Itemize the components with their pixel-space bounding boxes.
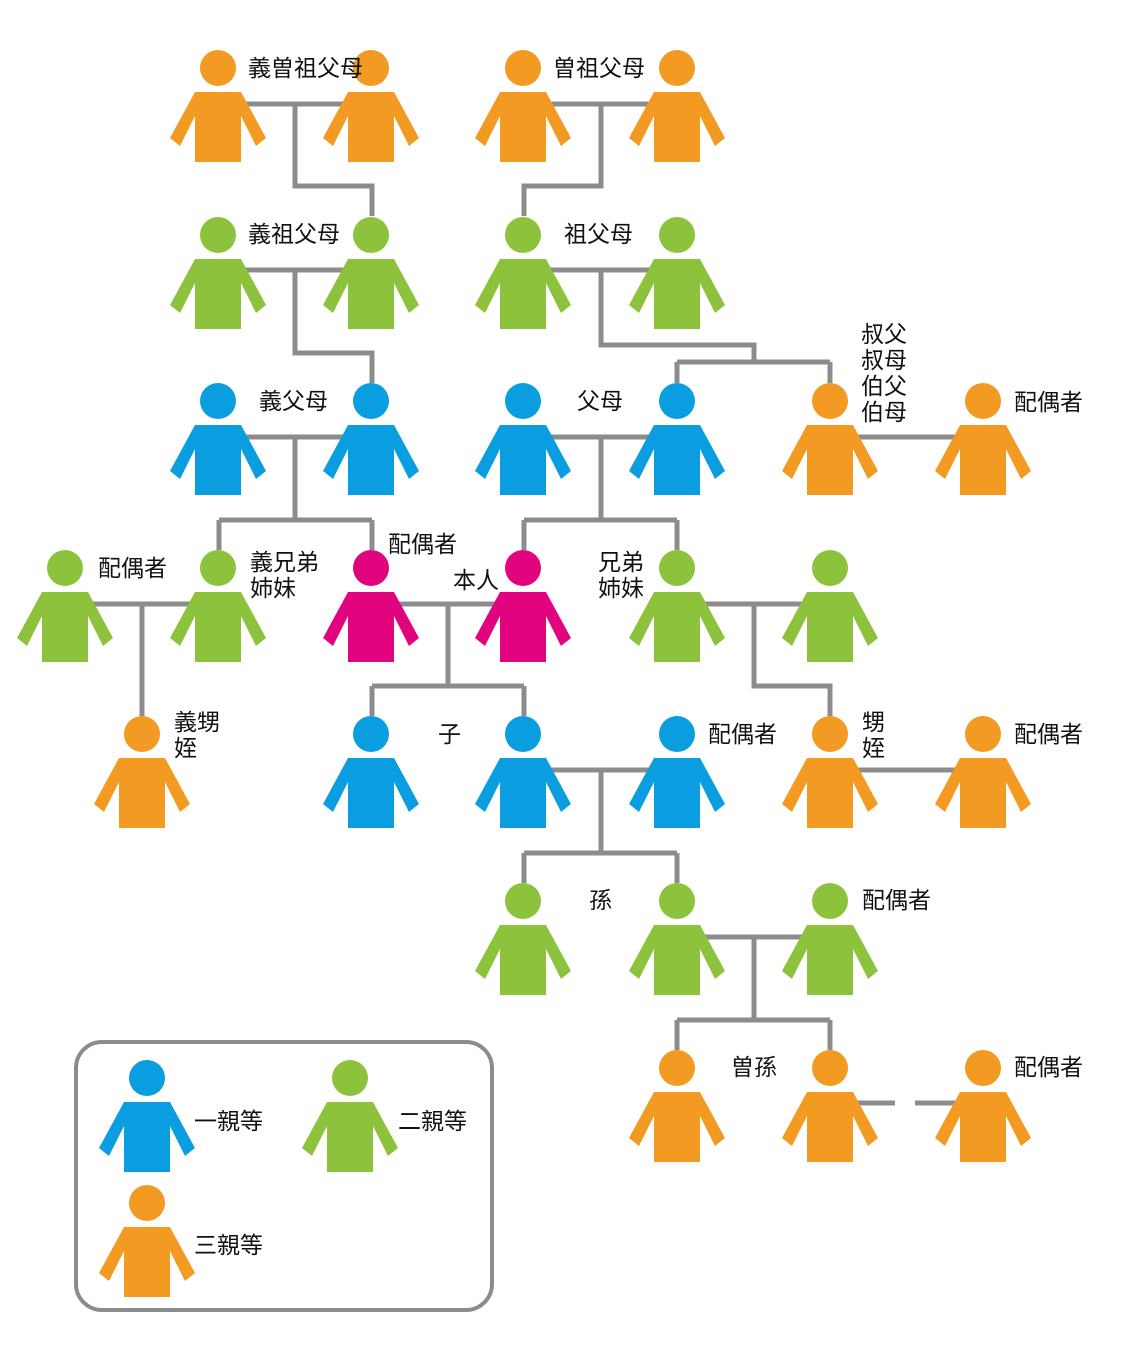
legend-label-second-degree: 二親等 bbox=[398, 1109, 467, 1135]
label-grandparents: 祖父母 bbox=[564, 222, 633, 248]
connector-line bbox=[751, 604, 833, 716]
label-grandchildren: 孫 bbox=[589, 888, 612, 914]
great-grandchild-figure bbox=[782, 1050, 878, 1162]
label-aunts-uncles: 叔父叔母伯父伯母 bbox=[861, 322, 907, 426]
connector-line bbox=[521, 104, 604, 216]
label-spouse-grandparents: 義祖父母 bbox=[248, 222, 340, 248]
connector-lines bbox=[88, 101, 960, 1106]
grandparent-figure bbox=[629, 217, 725, 329]
label-aunts-uncles-spouse: 配偶者 bbox=[1014, 390, 1083, 416]
child-figure bbox=[323, 716, 419, 828]
label-grandchildren-spouse: 配偶者 bbox=[862, 888, 931, 914]
label-parents: 父母 bbox=[577, 389, 623, 415]
label-children: 子 bbox=[438, 722, 461, 748]
label-great-grandparents: 曽祖父母 bbox=[553, 56, 645, 82]
grandparent-figure bbox=[475, 217, 571, 329]
legend-box bbox=[74, 1040, 494, 1312]
label-spouse-siblings-spouse: 配偶者 bbox=[98, 556, 167, 582]
label-siblings: 兄弟姉妹 bbox=[598, 550, 644, 602]
label-children-spouse: 配偶者 bbox=[708, 722, 777, 748]
label-nephews-nieces: 甥姪 bbox=[862, 710, 885, 762]
label-spouse-parents: 義父母 bbox=[259, 389, 328, 415]
grandchild-figure bbox=[475, 883, 571, 995]
legend-label-third-degree: 三親等 bbox=[194, 1233, 263, 1259]
label-nephews-nieces-spouse: 配偶者 bbox=[1014, 722, 1083, 748]
label-spouse-nephews-nieces: 義甥姪 bbox=[174, 710, 220, 762]
label-self: 本人 bbox=[453, 568, 499, 594]
label-spouse: 配偶者 bbox=[388, 532, 457, 558]
label-great-grandchildren: 曽孫 bbox=[731, 1055, 777, 1081]
great-grandchild-figure bbox=[629, 1050, 725, 1162]
label-spouse-siblings: 義兄弟姉妹 bbox=[250, 550, 319, 602]
connector-line bbox=[598, 270, 757, 362]
label-great-grandchildren-spouse: 配偶者 bbox=[1014, 1055, 1083, 1081]
label-spouse-great-grandparents: 義曽祖父母 bbox=[248, 56, 363, 82]
connector-line bbox=[292, 270, 375, 383]
connector-line bbox=[292, 104, 375, 216]
legend-label-first-degree: 一親等 bbox=[194, 1109, 263, 1135]
